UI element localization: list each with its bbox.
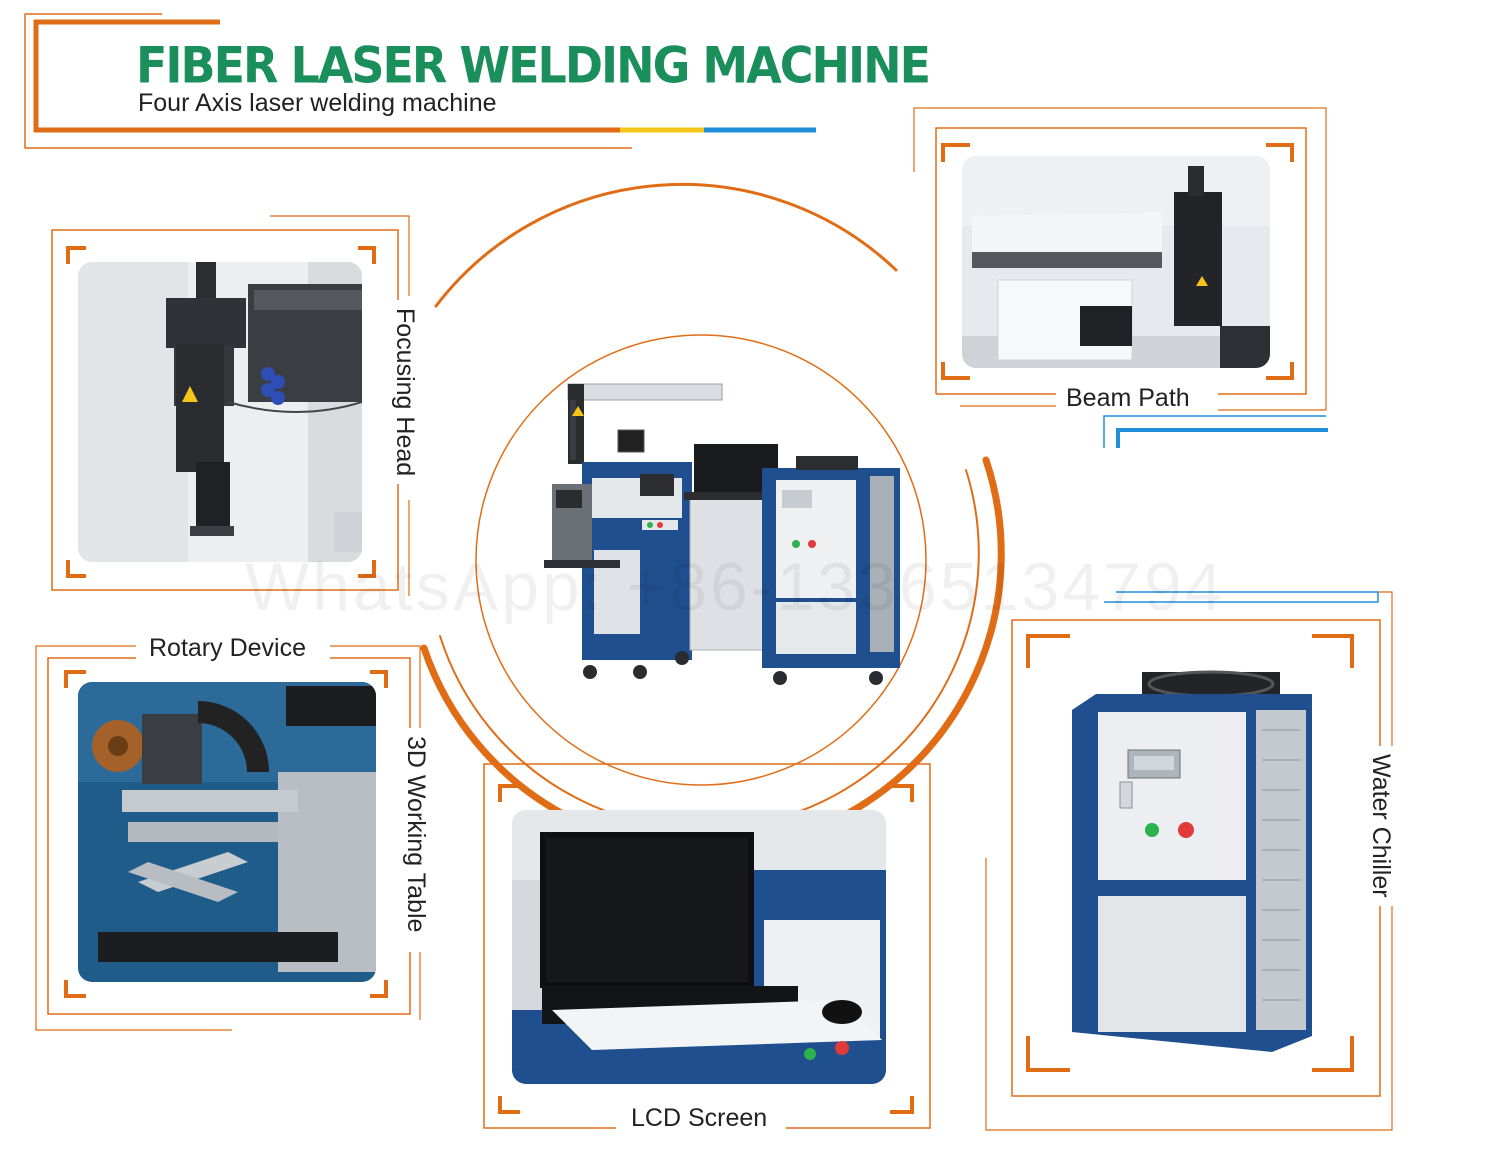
lcd-screen-label: LCD Screen	[621, 1104, 778, 1133]
rotary-device-photo	[78, 682, 376, 982]
beam-path-blue-lines	[1103, 415, 1328, 448]
beam-path-label: Beam Path	[1056, 384, 1200, 413]
working-table-label: 3D Working Table	[401, 728, 430, 941]
rotary-frame	[35, 645, 421, 1031]
watermark-text: WhatsApp: +86-13365134794	[245, 549, 1226, 625]
page-title: FIBER LASER WELDING MACHINE	[136, 36, 931, 95]
beam-path-frame	[913, 107, 1327, 411]
page-subtitle: Four Axis laser welding machine	[138, 89, 497, 117]
beam-path-photo	[962, 156, 1270, 368]
rotary-device-label: Rotary Device	[139, 634, 316, 663]
focusing-head-photo	[78, 262, 362, 562]
water-chiller-photo	[1066, 670, 1322, 1056]
laser-warning-icon	[182, 386, 198, 402]
lcd-frame	[483, 763, 931, 1129]
lcd-screen-photo	[512, 810, 886, 1084]
main-machine-photo	[530, 380, 910, 690]
header-frame	[24, 13, 816, 149]
water-chiller-label: Water Chiller	[1366, 746, 1395, 906]
chiller-blue-lines	[1104, 591, 1379, 603]
focusing-head-label: Focusing Head	[390, 300, 419, 485]
